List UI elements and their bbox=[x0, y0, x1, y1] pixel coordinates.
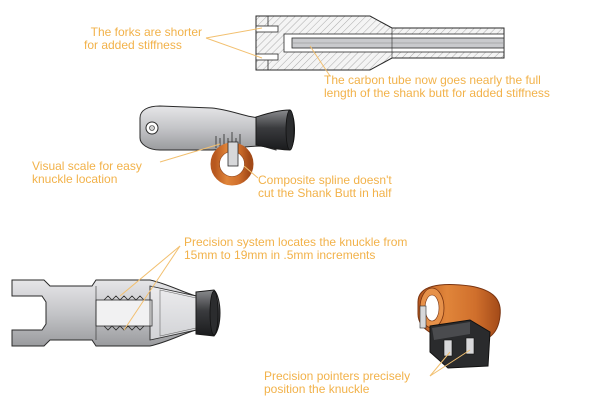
callout-precision-system-line1: Precision system locates the knuckle fro… bbox=[184, 235, 408, 249]
leader-visual-scale bbox=[159, 143, 221, 163]
callout-carbon-tube: The carbon tube now goes nearly the full… bbox=[324, 74, 550, 100]
callout-precision-system: Precision system locates the knuckle fro… bbox=[184, 236, 407, 262]
callout-precision-system-line2: 15mm to 19mm in .5mm increments bbox=[184, 248, 376, 262]
callout-composite-spline-line1: Composite spline doesn't bbox=[258, 173, 392, 187]
callout-precision-pointers: Precision pointers precisely position th… bbox=[264, 370, 410, 396]
knuckle-with-pointers bbox=[417, 284, 501, 369]
callout-carbon-tube-line1: The carbon tube now goes nearly the full bbox=[324, 73, 541, 87]
leader-lines bbox=[119, 27, 471, 377]
leader-composite-spline bbox=[243, 165, 259, 179]
leader-forks-lower bbox=[205, 37, 263, 59]
callout-forks-line2: for added stiffness bbox=[84, 38, 182, 52]
fork-cutaway-view bbox=[11, 279, 221, 347]
leader-pointers-right bbox=[429, 349, 471, 377]
callout-visual-scale-line2: knuckle location bbox=[32, 172, 118, 186]
callout-forks: The forks are shorter for added stiffnes… bbox=[84, 26, 202, 52]
shank-butt-side-view bbox=[139, 105, 295, 186]
callout-visual-scale-line1: Visual scale for easy bbox=[32, 159, 142, 173]
shank-butt-cross-section bbox=[255, 15, 505, 71]
callout-forks-line1: The forks are shorter bbox=[90, 25, 202, 39]
callout-composite-spline-line2: cut the Shank Butt in half bbox=[258, 186, 392, 200]
callout-carbon-tube-line2: length of the shank butt for added stiff… bbox=[324, 86, 550, 100]
callout-precision-pointers-line1: Precision pointers precisely bbox=[264, 369, 411, 383]
leader-pointers-left bbox=[429, 351, 451, 377]
leader-precision-lower bbox=[123, 245, 181, 331]
callout-composite-spline: Composite spline doesn't cut the Shank B… bbox=[258, 174, 392, 200]
callout-visual-scale: Visual scale for easy knuckle location bbox=[32, 160, 142, 186]
leader-carbon-tube bbox=[309, 45, 331, 77]
leader-precision-upper bbox=[119, 245, 181, 297]
leader-forks-upper bbox=[205, 27, 263, 39]
callout-precision-pointers-line2: position the knuckle bbox=[264, 382, 370, 396]
